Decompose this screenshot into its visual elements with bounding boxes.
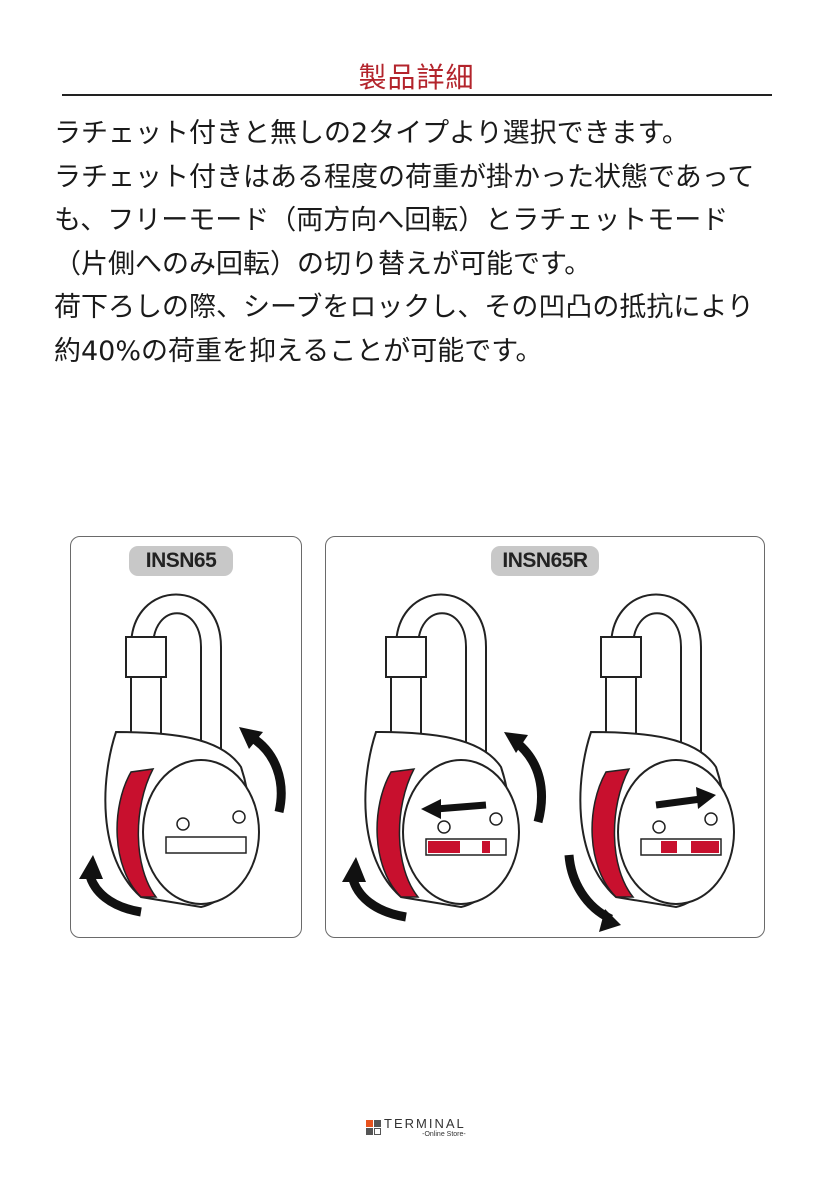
figure-panel-insn65: INSN65 xyxy=(70,536,302,938)
description-line: ラチェット付きはある程度の荷重が掛かった状態であって xyxy=(54,161,755,193)
description-line: 約40%の荷重を抑えることが可能です。 xyxy=(54,335,543,367)
description-line: ラチェット付きと無しの2タイプより選択できます。 xyxy=(54,118,689,149)
description-line: 荷下ろしの際、シーブをロックし、その凹凸の抵抗により xyxy=(54,292,754,323)
pulley-illustration-left-mode xyxy=(342,593,735,932)
logo-main-text: TERMINAL xyxy=(384,1116,466,1131)
product-description: ラチェット付きと無しの2タイプより選択できます。 ラチェット付きはある程度の荷重… xyxy=(54,112,794,373)
description-line: （片側へのみ回転）の切り替えが可能です。 xyxy=(54,248,592,280)
pulley-illustration xyxy=(79,593,286,917)
figure-panel-insn65r: INSN65R xyxy=(325,536,765,938)
page-title: 製品詳細 xyxy=(358,61,475,94)
logo-mark-icon xyxy=(366,1120,381,1135)
logo-sub-text: -Online Store- xyxy=(422,1131,466,1138)
model-label: INSN65 xyxy=(129,546,233,576)
model-label: INSN65R xyxy=(491,546,599,576)
terminal-logo: TERMINAL -Online Store- xyxy=(366,1117,466,1138)
title-divider xyxy=(62,94,772,96)
description-line: も、フリーモード（両方向へ回転）とラチェットモード xyxy=(54,205,729,236)
